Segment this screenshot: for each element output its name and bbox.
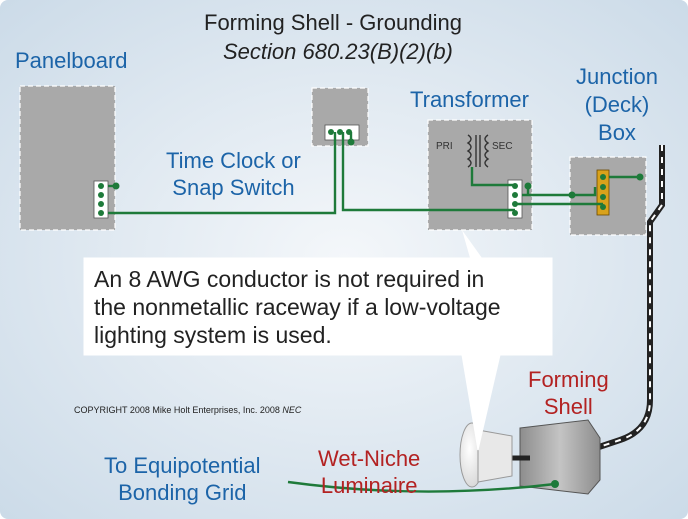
junction-label-line3: Box — [598, 120, 636, 145]
forming-shell — [519, 419, 601, 495]
note-callout — [83, 257, 553, 451]
junction-terminals — [600, 174, 606, 210]
note-callout-pointer — [462, 230, 482, 258]
copyright-text: COPYRIGHT 2008 Mike Holt Enterprises, In… — [74, 405, 283, 415]
time-clock-terminals — [328, 129, 352, 135]
equipotential-grid-label: To Equipotential Bonding Grid — [104, 452, 261, 506]
equip-label-line2: Bonding Grid — [118, 480, 247, 505]
panelboard-label: Panelboard — [15, 48, 128, 73]
transformer-label: Transformer — [410, 87, 529, 112]
time-clock-label-line1: Time Clock or — [166, 148, 301, 173]
transformer-terminal-strip — [507, 179, 523, 219]
panelboard-terminal-strip — [93, 180, 109, 219]
page-title: Forming Shell - Grounding — [204, 10, 463, 35]
luminaire-body — [477, 429, 513, 483]
copyright-nec: NEC — [282, 405, 302, 415]
forming-label-line2: Shell — [543, 394, 593, 419]
section-reference: Section 680.23(B)(2)(b) — [223, 39, 453, 64]
wetniche-label-line2: Luminaire — [320, 473, 418, 498]
time-clock-label-line2: Snap Switch — [172, 175, 295, 200]
forming-label-line1: Forming — [528, 367, 609, 392]
green-wires — [108, 132, 640, 215]
note-line1: An 8 AWG conductor is not required in — [94, 266, 485, 292]
junction-label-line2: (Deck) — [584, 92, 650, 117]
wet-niche-luminaire-label: Wet-Niche Luminaire — [318, 445, 420, 499]
note-line3: lighting system is used. — [94, 322, 332, 348]
transformer-coil-icon — [466, 134, 490, 168]
junction-label-line1: Junction — [576, 64, 658, 89]
bonding-wire — [287, 480, 556, 493]
secondary-label: SEC — [492, 141, 513, 152]
note-line2: the nonmetallic raceway if a low-voltage — [94, 294, 501, 320]
wire-junction-dots — [112, 138, 644, 199]
equip-label-line1: To Equipotential — [104, 453, 261, 478]
primary-label: PRI — [436, 141, 453, 152]
raceway-cable — [589, 145, 665, 453]
forming-shell-label: Forming Shell — [528, 366, 609, 420]
copyright-notice: COPYRIGHT 2008 Mike Holt Enterprises, In… — [74, 405, 301, 415]
junction-box-label: Junction (Deck) Box — [576, 63, 658, 147]
wetniche-label-line1: Wet-Niche — [318, 446, 421, 471]
callout-note: An 8 AWG conductor is not required in th… — [94, 265, 501, 349]
panelboard-terminals — [98, 183, 104, 216]
bonding-lug — [551, 480, 559, 488]
time-clock-label: Time Clock or Snap Switch — [166, 147, 301, 201]
